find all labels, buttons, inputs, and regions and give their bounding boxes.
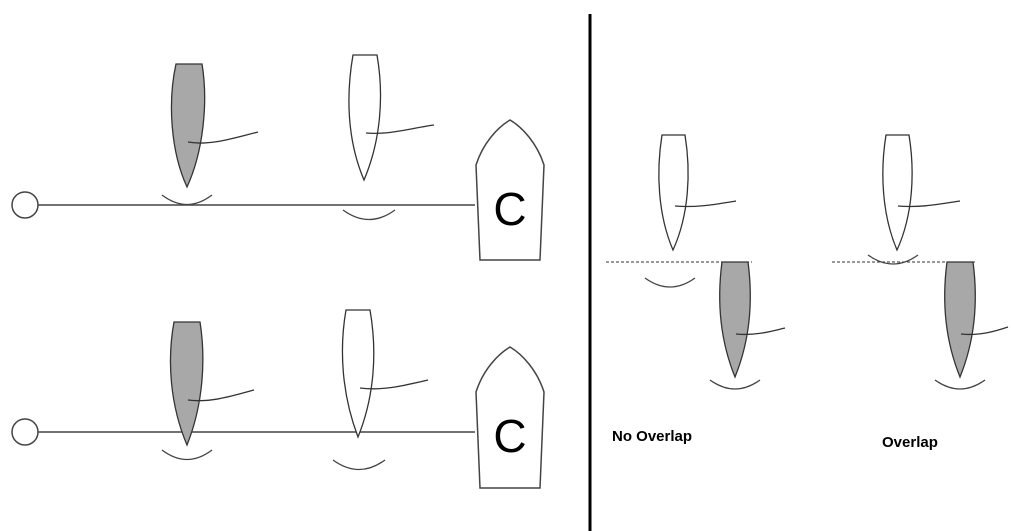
overlap-white-boat-hull [883, 135, 912, 250]
bottom-committee-boat-letter: C [493, 410, 526, 462]
overlap-grey-boat [935, 262, 1008, 389]
bottom-grey-boat-hull [170, 322, 202, 445]
no-overlap-caption: No Overlap [612, 428, 692, 445]
overlap-grey-boat-hull [945, 262, 975, 377]
no-overlap-grey-boat-wake [710, 380, 760, 389]
bottom-white-boat-wake [333, 460, 385, 470]
overlap-white-boat [868, 135, 960, 264]
bottom-grey-boat [162, 322, 254, 460]
no-overlap-grey-boat [710, 262, 785, 389]
top-white-boat [343, 55, 434, 220]
bottom-pin-end-buoy [12, 419, 38, 445]
overlap-grey-boat-wake [935, 380, 985, 389]
top-white-boat-wake [343, 210, 395, 220]
top-starting-line-scene: C [12, 55, 544, 260]
no-overlap-example [606, 135, 785, 389]
top-committee-boat: C [476, 120, 544, 260]
overlap-caption: Overlap [882, 434, 938, 451]
top-grey-boat-hull [171, 64, 204, 187]
no-overlap-white-boat-wake [645, 278, 695, 287]
bottom-grey-boat-wake [162, 450, 212, 460]
top-pin-end-buoy [12, 192, 38, 218]
top-grey-boat [162, 64, 258, 205]
top-committee-boat-letter: C [493, 183, 526, 235]
bottom-white-boat [333, 310, 428, 470]
no-overlap-white-boat-hull [659, 135, 688, 250]
no-overlap-grey-boat-hull [720, 262, 750, 377]
overlap-example [832, 135, 1008, 389]
bottom-starting-line-scene: C [12, 310, 544, 488]
overlap-white-boat-wake [868, 255, 918, 264]
top-white-boat-hull [349, 55, 381, 180]
top-grey-boat-wake [162, 195, 212, 205]
bottom-committee-boat: C [476, 347, 544, 488]
bottom-white-boat-hull [342, 310, 373, 437]
